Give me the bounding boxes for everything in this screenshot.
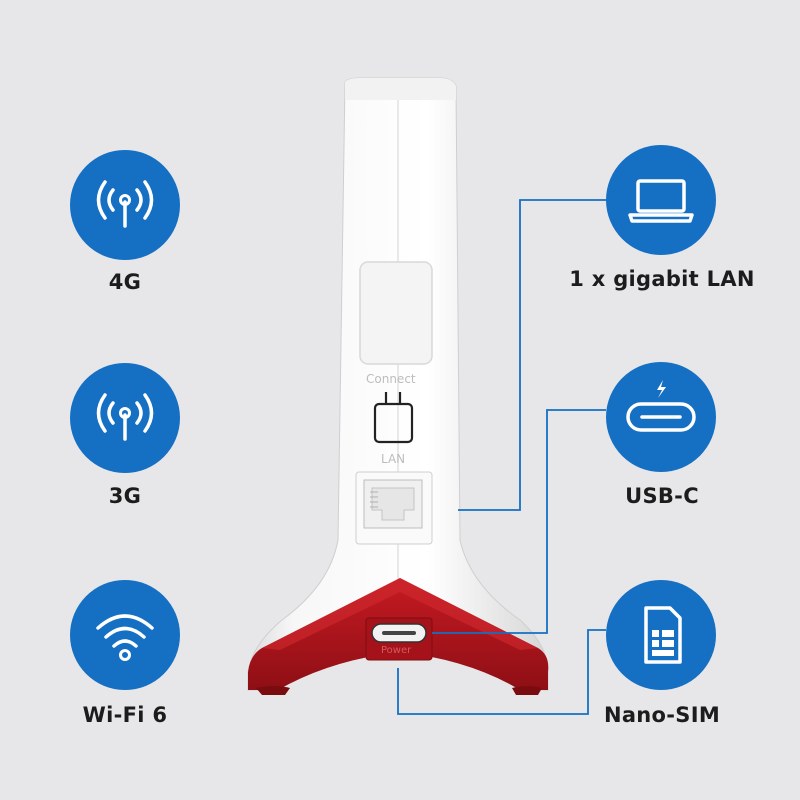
feature-circle — [70, 580, 180, 690]
usb-c-icon — [626, 380, 696, 432]
feature-label-usbc: USB-C — [625, 484, 699, 508]
feature-circle — [70, 150, 180, 260]
feature-label-sim: Nano-SIM — [603, 703, 721, 727]
lan-label: LAN — [381, 452, 406, 466]
feature-label-3g: 3G — [108, 484, 142, 508]
feature-label-lan: 1 x gigabit LAN — [569, 267, 755, 291]
antenna-signal-icon — [96, 393, 154, 441]
feature-label-wifi: Wi-Fi 6 — [82, 703, 168, 727]
wifi-icon — [96, 614, 154, 661]
feature-circle — [606, 145, 716, 255]
laptop-icon — [628, 179, 694, 223]
plug-icon — [373, 392, 414, 444]
power-label: Power — [381, 645, 412, 656]
feature-circle — [70, 363, 180, 473]
sim-card-icon — [644, 606, 682, 664]
feature-label-4g: 4G — [108, 270, 142, 294]
feature-circle — [606, 362, 716, 472]
antenna-signal-icon — [96, 180, 154, 228]
feature-circle — [606, 580, 716, 690]
connect-label: Connect — [366, 372, 416, 386]
